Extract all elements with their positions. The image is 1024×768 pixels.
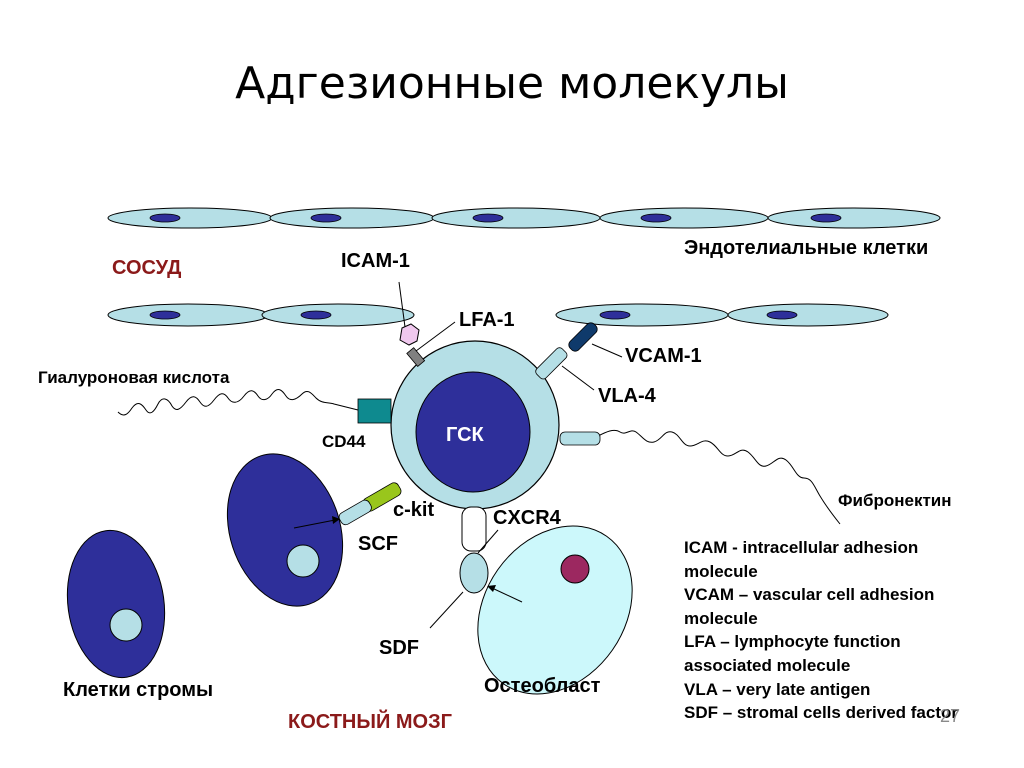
icam-1-molecule [399,323,420,346]
stroma-cell-small [66,529,166,679]
endothelial-cell [107,303,269,327]
endothelial-nucleus [149,310,181,320]
vcam-label: VCAM-1 [625,345,702,367]
endothelial-nucleus [766,310,798,320]
cxcr4-receptor [461,506,487,552]
scf-arrow [293,519,336,529]
sdf-arrowhead [487,585,496,592]
hyaluronic-acid-strand [117,389,359,416]
page-number: 27 [940,706,961,726]
endothelial-cell [107,207,273,229]
endothelial-cell [599,207,769,229]
endothelial-cell [269,207,435,229]
stroma-cell-large [226,453,344,607]
osteoblast-label: Остеобласт [484,675,601,697]
vla-pointer-line [561,365,595,391]
fibronectin-label: Фибронектин [838,491,952,510]
legend-line: VLA – very late antigen [684,679,871,699]
endothelial-nucleus [149,213,181,223]
lfa-label: LFA-1 [459,309,515,331]
vla-4-molecule [535,347,568,380]
scf-label: SCF [358,533,398,555]
endothelial-nucleus [599,310,631,320]
abbreviation-legend: ICAM - intracellular adhesion molecule V… [684,536,1014,725]
endothelial-label: Эндотелиальные клетки [684,237,929,259]
fibronectin-strand [597,429,841,525]
c-kit-label: c-kit [393,499,435,521]
legend-line: LFA – lymphocyte function [684,632,901,652]
hsc-label: ГСК [446,424,484,446]
scf-arrowhead [332,516,340,524]
stroma-label: Клетки стромы [63,679,214,701]
legend-line: molecule [684,561,758,581]
osteoblast-nucleus [560,554,590,584]
endothelial-nucleus [640,213,672,223]
vessel-label: СОСУД [112,257,182,279]
legend-line: ICAM - intracellular adhesion [684,538,919,557]
endothelial-cell [431,207,601,229]
vcam-1-molecule [568,322,598,352]
legend-line: associated molecule [684,655,851,675]
endothelial-row-top [107,207,941,229]
endothelial-cell [555,303,729,327]
scf-ligand [338,499,372,526]
hsc-nucleus [415,371,531,493]
cxcr4-pointer-line [477,529,499,554]
sdf-label: SDF [379,637,419,659]
page-title: Адгезионные молекулы [235,58,789,109]
cxcr4-label: CXCR4 [493,507,561,529]
sdf-arrow [491,587,523,603]
endothelial-cell [767,207,941,229]
bone-marrow-label: КОСТНЫЙ МОЗГ [288,711,452,733]
legend-line: molecule [684,608,758,628]
endothelial-nucleus [300,310,332,320]
sdf-pointer-line [429,591,464,629]
stroma-nucleus-large [286,544,320,578]
cd44-molecule [357,398,392,424]
lfa-1-molecule [406,347,426,368]
osteoblast-cell [477,525,633,695]
endothelial-nucleus [810,213,842,223]
endothelial-cell [727,303,889,327]
endothelial-row-bottom [107,303,889,327]
icam-pointer-line [398,281,406,328]
stroma-nucleus-small [109,608,143,642]
icam-label: ICAM-1 [341,250,410,272]
vcam-pointer-line [591,343,623,358]
endothelial-nucleus [472,213,504,223]
legend-line: VCAM – vascular cell adhesion [684,585,935,605]
endothelial-nucleus [310,213,342,223]
endothelial-cell [261,303,415,327]
vla-label: VLA-4 [598,385,656,407]
cd44-label: CD44 [322,432,366,451]
hyaluronic-acid-label: Гиалуроновая кислота [38,368,230,387]
fibronectin-receptor [559,431,601,446]
lfa-pointer-line [415,321,456,352]
sdf-ligand [459,552,489,594]
legend-line: SDF – stromal cells derived factor [684,703,958,723]
